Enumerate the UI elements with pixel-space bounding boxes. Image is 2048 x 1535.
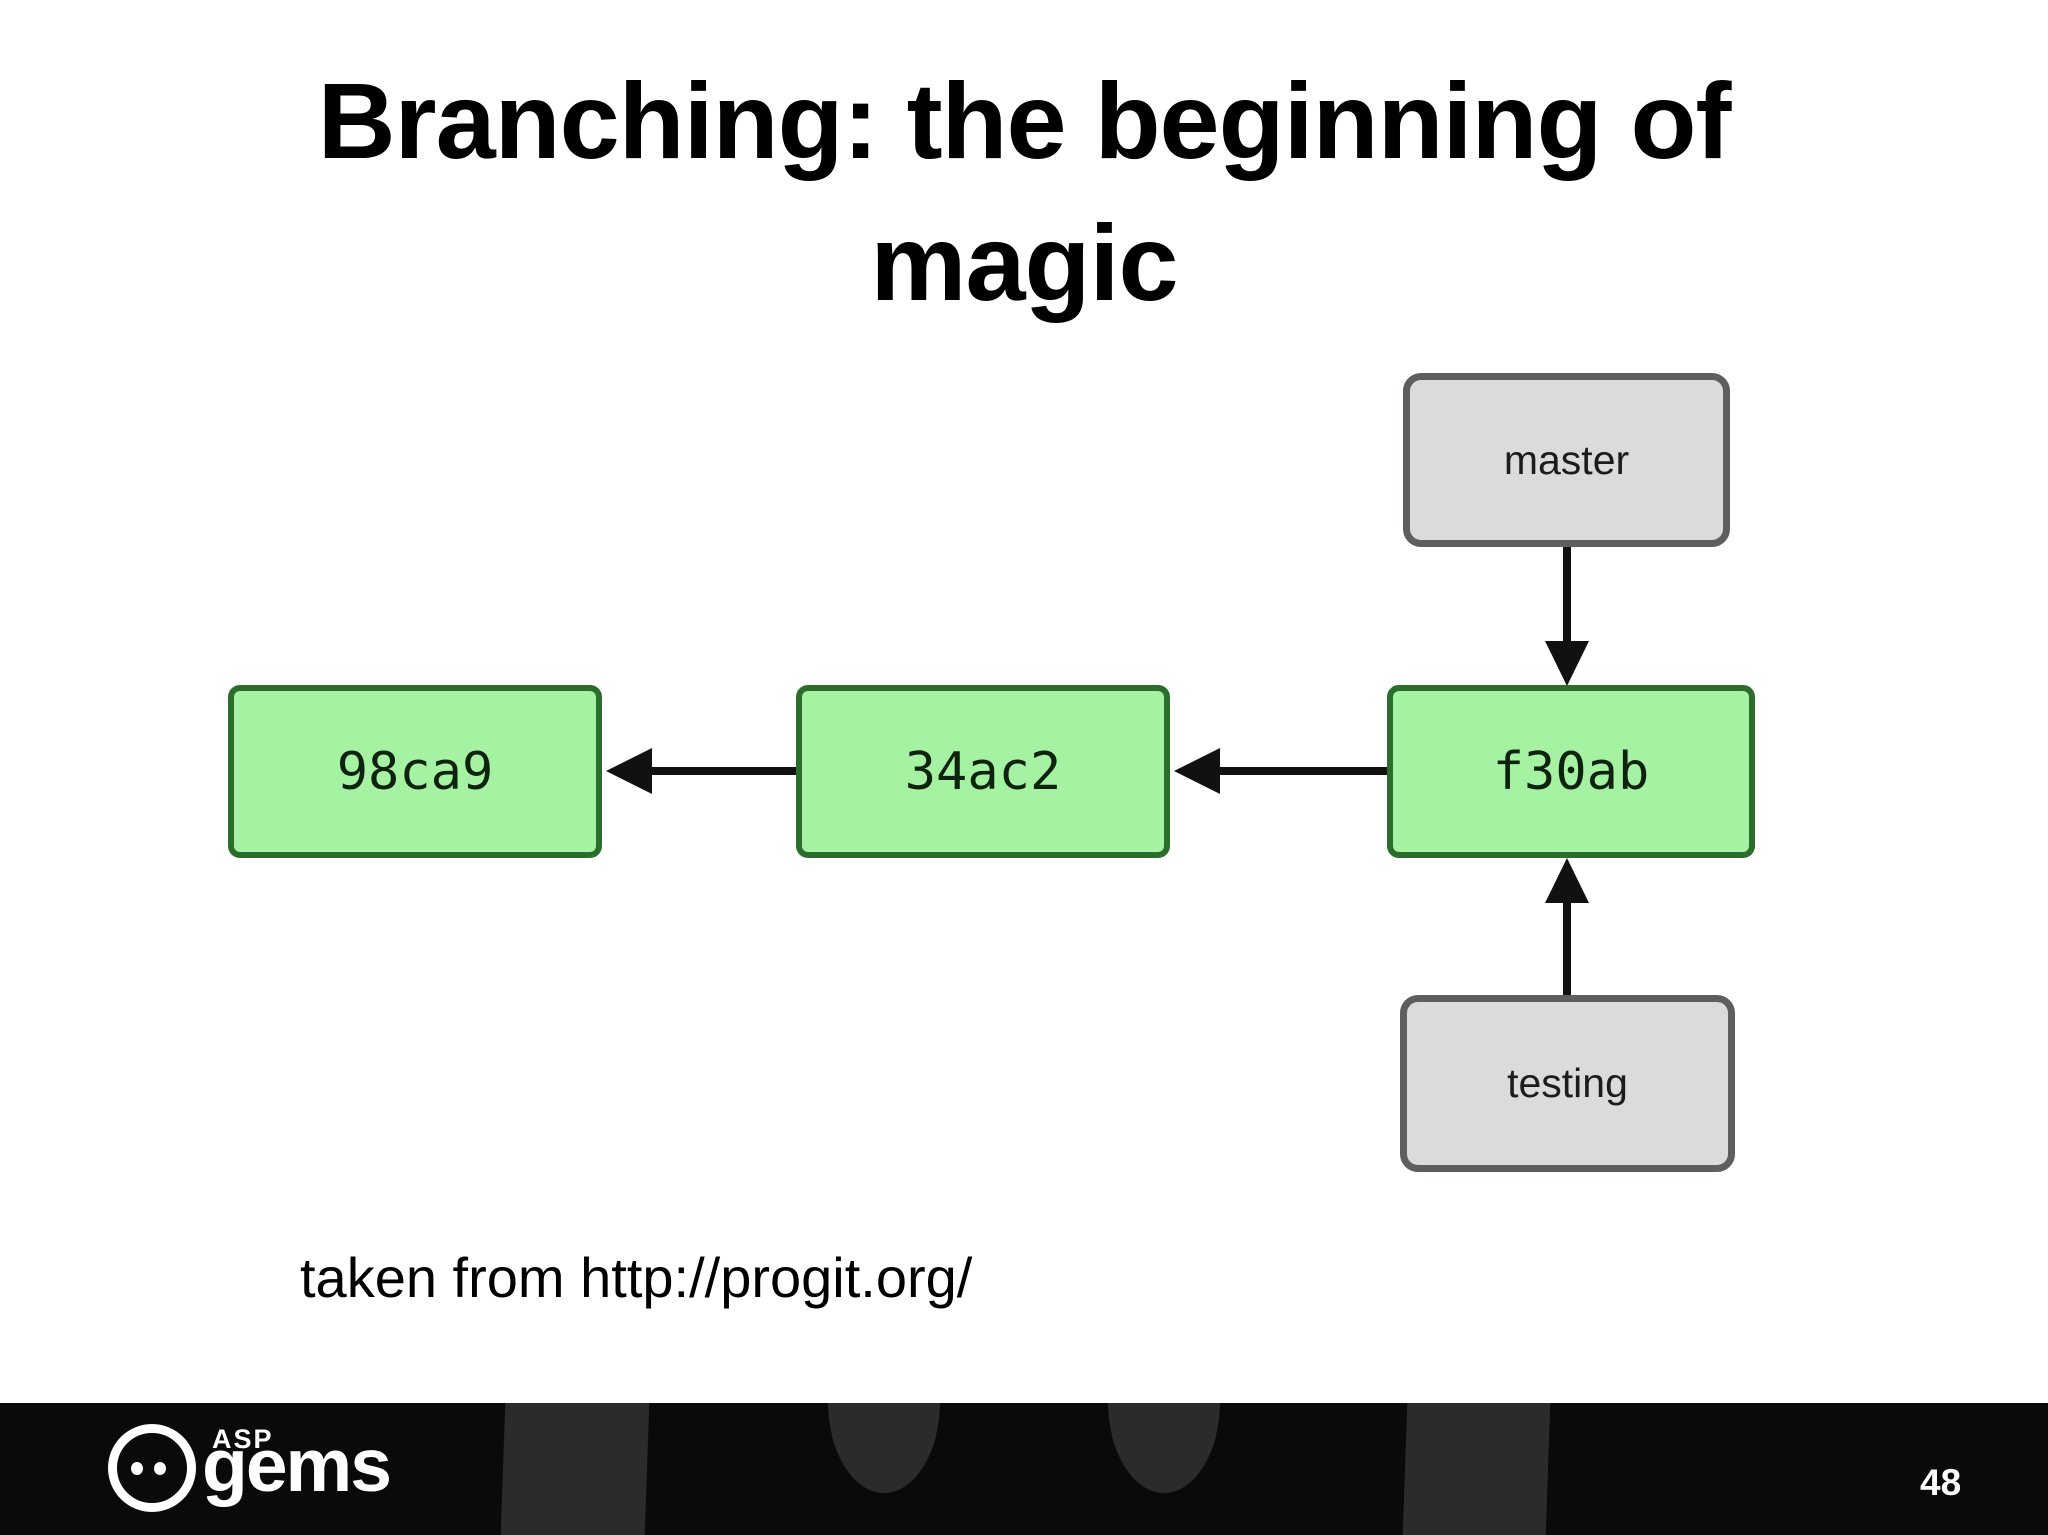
branch-node-testing: testing: [1400, 995, 1735, 1172]
commit-hash-label: f30ab: [1492, 741, 1650, 802]
footer-decor-band: [1402, 1403, 1551, 1535]
page-number: 48: [1920, 1462, 1962, 1503]
branch-name-label: master: [1503, 436, 1630, 483]
arrow-testing-to-f30ab-shaft: [1563, 901, 1571, 995]
logo-text-gems: gems: [202, 1423, 392, 1507]
title-line-2: magic: [870, 202, 1178, 323]
footer-decor-circle: [828, 1403, 940, 1493]
arrow-master-to-f30ab-shaft: [1563, 547, 1571, 643]
page-title: Branching: the beginning of magic: [0, 50, 2048, 334]
arrow-up-icon: [1545, 858, 1589, 903]
commit-node-34ac2: 34ac2: [796, 685, 1170, 858]
arrow-left-icon: [1174, 748, 1220, 794]
footer-decor-band: [500, 1403, 650, 1535]
smiley-eye-icon: [154, 1462, 166, 1475]
commit-hash-label: 34ac2: [904, 741, 1062, 802]
commit-node-98ca9: 98ca9: [228, 685, 602, 858]
branch-node-master: master: [1403, 373, 1730, 547]
logo-text-asp: ASP: [212, 1424, 274, 1454]
footer-decor-circle: [1108, 1403, 1220, 1493]
attribution-text: taken from http://progit.org/: [300, 1246, 973, 1309]
footer-bar: ASP gems 48: [0, 1403, 2048, 1535]
arrow-34ac2-to-98ca9-shaft: [650, 767, 796, 775]
commit-node-f30ab: f30ab: [1387, 685, 1755, 858]
arrow-f30ab-to-34ac2-shaft: [1220, 767, 1387, 775]
arrow-down-icon: [1545, 641, 1589, 686]
branch-name-label: testing: [1507, 1060, 1628, 1106]
commit-hash-label: 98ca9: [336, 741, 494, 802]
smiley-eye-icon: [131, 1462, 143, 1475]
title-line-1: Branching: the beginning of: [317, 60, 1732, 181]
smiley-face-icon: [108, 1424, 196, 1512]
arrow-left-icon: [606, 748, 652, 794]
